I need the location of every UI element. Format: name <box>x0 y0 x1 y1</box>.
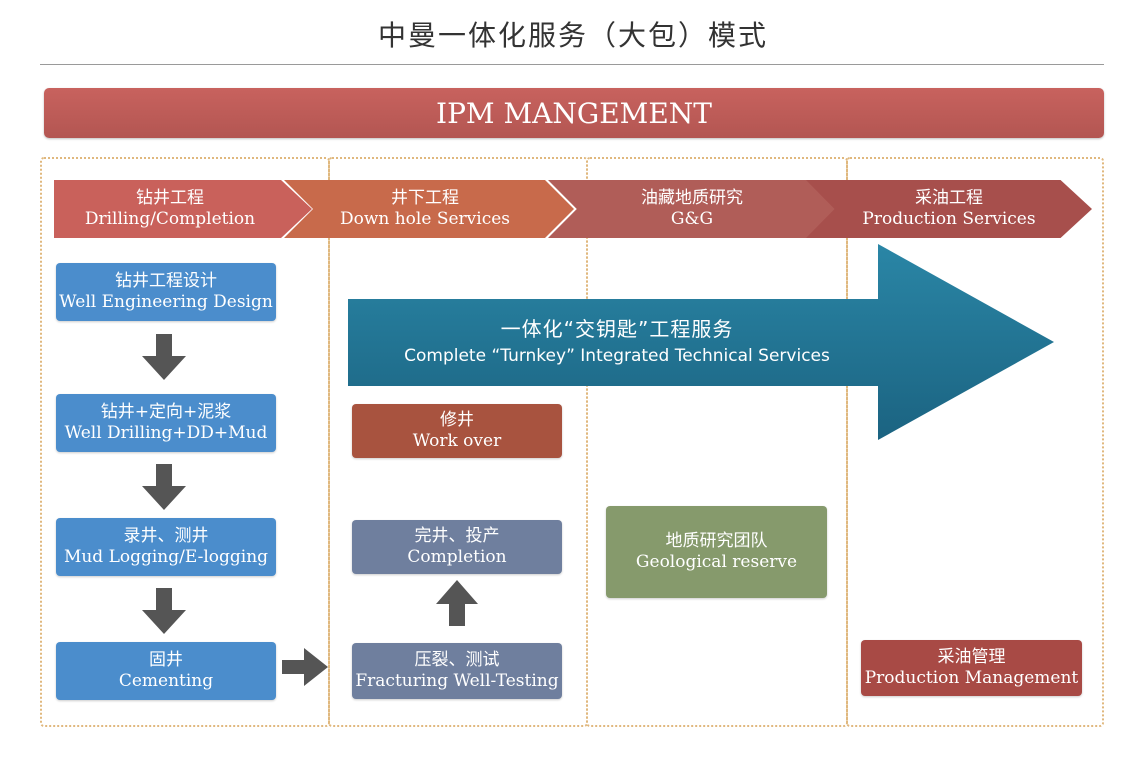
phase-production: 采油工程 Production Services <box>806 180 1092 238</box>
step-label-cn: 录井、测井 <box>123 526 209 546</box>
step-label-cn: 钻井工程设计 <box>115 271 217 291</box>
phase-label-cn: 井下工程 <box>391 188 459 208</box>
production-label-en: Production Management <box>864 668 1079 688</box>
workover-box: 修井 Work over <box>352 404 562 458</box>
step-cementing: 固井 Cementing <box>56 642 276 700</box>
geology-label-en: Geological reserve <box>635 552 798 572</box>
arrow-up-icon <box>436 580 478 626</box>
phase-label-en: Drilling/Completion <box>84 209 256 229</box>
fracturing-box: 压裂、测试 Fracturing Well-Testing <box>352 643 562 699</box>
step-label-en: Well Engineering Design <box>59 292 273 312</box>
ipm-banner: IPM MANGEMENT <box>44 88 1104 138</box>
step-label-en: Mud Logging/E-logging <box>63 547 269 567</box>
page-title: 中曼一体化服务（大包）模式 <box>377 19 768 52</box>
arrow-down-icon <box>142 334 186 380</box>
fracturing-label-cn: 压裂、测试 <box>414 650 500 670</box>
turnkey-label-cn: 一体化“交钥匙”工程服务 <box>500 317 734 341</box>
step-mud-logging: 录井、测井 Mud Logging/E-logging <box>56 518 276 576</box>
phase-label-cn: 油藏地质研究 <box>641 188 743 208</box>
phase-label-en: Down hole Services <box>339 209 511 229</box>
step-label-en: Cementing <box>118 671 214 691</box>
arrow-right-icon <box>282 648 328 686</box>
production-label-cn: 采油管理 <box>937 647 1006 667</box>
step-label-cn: 固井 <box>149 650 183 670</box>
workover-label-cn: 修井 <box>440 410 474 430</box>
completion-label-en: Completion <box>407 547 507 567</box>
geology-label-cn: 地质研究团队 <box>665 531 768 551</box>
phase-drilling: 钻井工程 Drilling/Completion <box>54 180 312 238</box>
workover-label-en: Work over <box>412 431 502 451</box>
phase-label-en: Production Services <box>862 209 1036 229</box>
arrow-down-icon <box>142 588 186 634</box>
completion-label-cn: 完井、投产 <box>414 526 500 546</box>
title-divider <box>40 64 1104 65</box>
step-label-cn: 钻井+定向+泥浆 <box>100 402 232 422</box>
step-well-drilling: 钻井+定向+泥浆 Well Drilling+DD+Mud <box>56 394 276 452</box>
phase-geology: 油藏地质研究 G&G <box>548 180 836 238</box>
production-column <box>846 157 1104 727</box>
phase-label-en: G&G <box>670 209 714 229</box>
arrow-down-icon <box>142 464 186 510</box>
production-management-box: 采油管理 Production Management <box>861 640 1082 696</box>
turnkey-label-en: Complete “Turnkey” Integrated Technical … <box>404 346 830 366</box>
phase-label-cn: 钻井工程 <box>136 188 204 208</box>
step-label-en: Well Drilling+DD+Mud <box>64 423 268 443</box>
fracturing-label-en: Fracturing Well-Testing <box>355 671 559 691</box>
step-well-engineering-design: 钻井工程设计 Well Engineering Design <box>56 263 276 321</box>
phase-label-cn: 采油工程 <box>915 188 983 208</box>
turnkey-arrow <box>348 244 1054 440</box>
phase-downhole: 井下工程 Down hole Services <box>284 180 574 238</box>
turnkey-label: 一体化“交钥匙”工程服务 Complete “Turnkey” Integrat… <box>352 316 882 368</box>
completion-box: 完井、投产 Completion <box>352 520 562 574</box>
geology-team-box: 地质研究团队 Geological reserve <box>606 506 827 598</box>
